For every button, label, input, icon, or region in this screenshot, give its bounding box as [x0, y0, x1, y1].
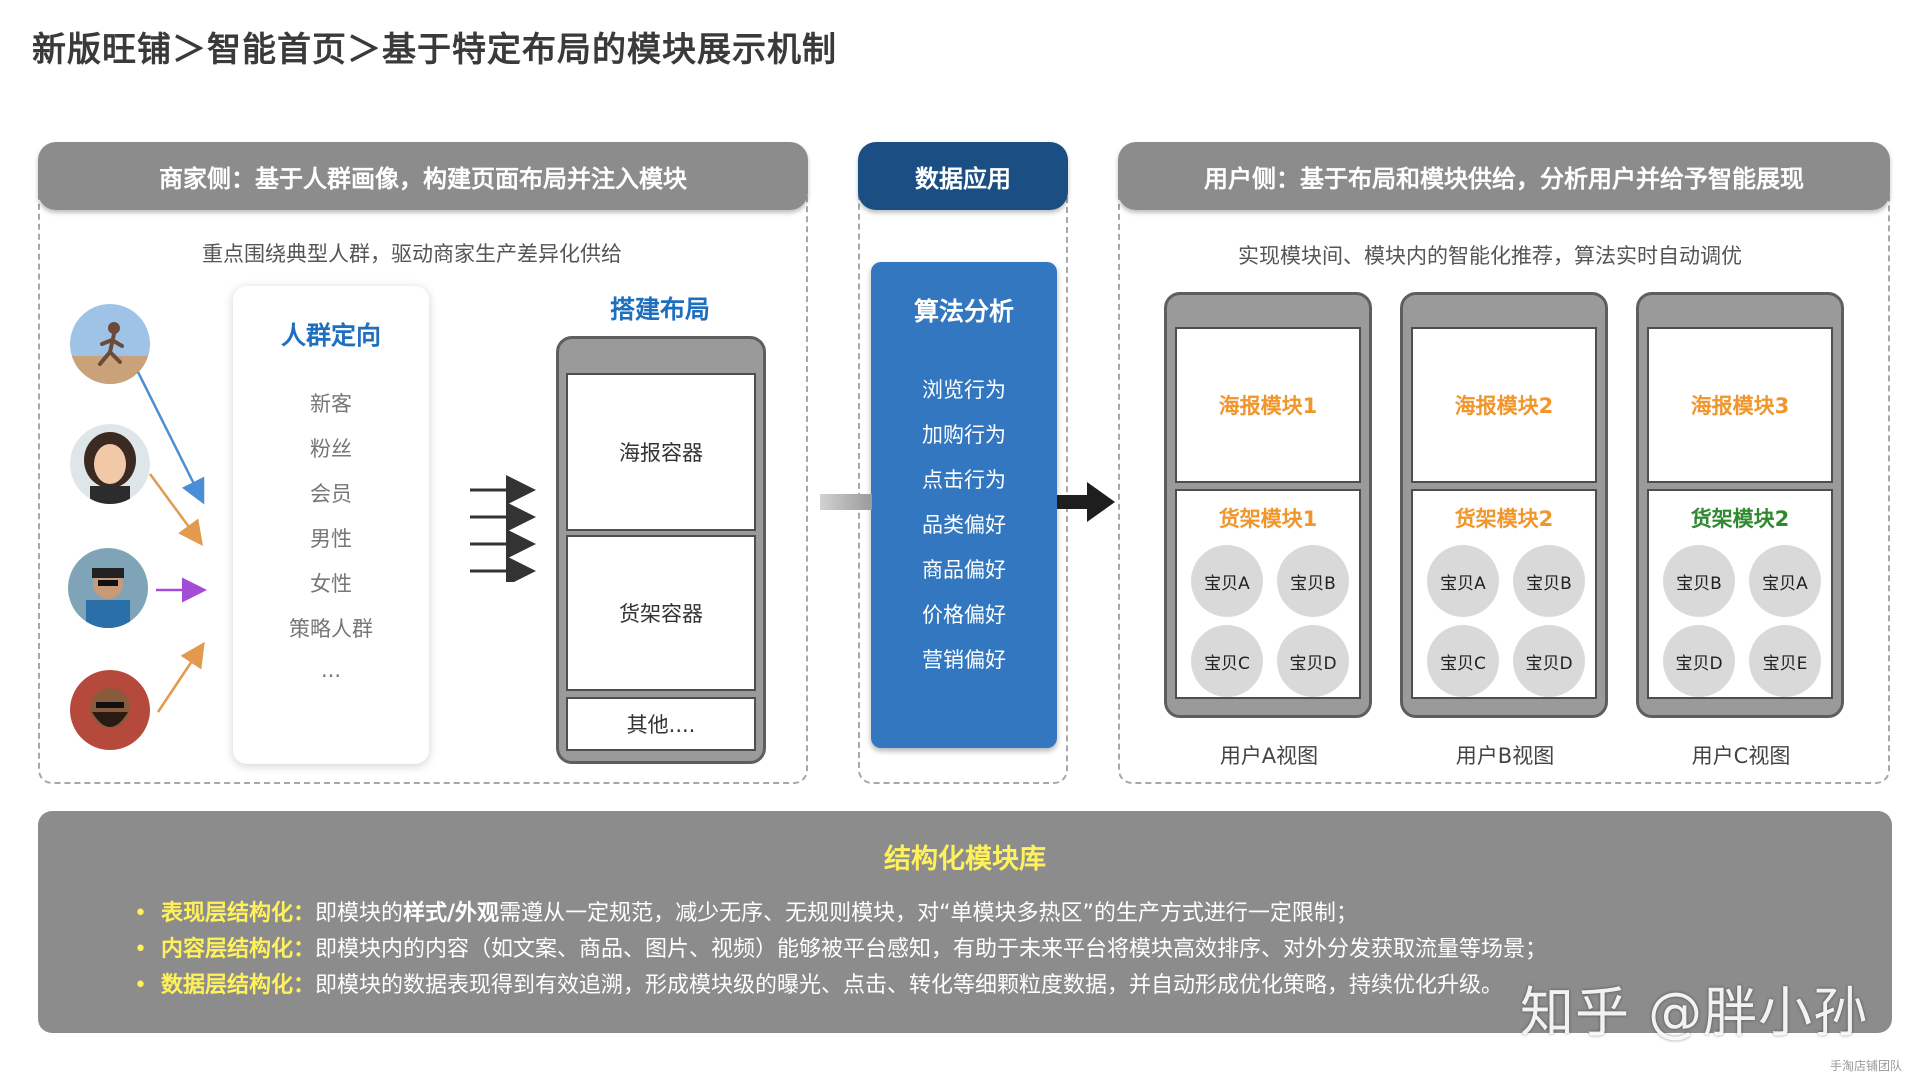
corner-credit: 手淘店铺团队 [1829, 1059, 1902, 1073]
product-item: 宝贝B [1277, 545, 1349, 617]
poster-container: 海报容器 [566, 373, 756, 531]
shelf-module-title: 货架模块2 [1454, 507, 1554, 531]
product-item: 宝贝C [1427, 625, 1499, 697]
arrow-woman [148, 473, 203, 547]
crowd-item: 策略人群 [289, 617, 373, 641]
flow-bar-in [820, 494, 872, 510]
merchant-header: 商家侧：基于人群画像，构建页面布局并注入模块 [38, 142, 808, 210]
behavior-item: 商品偏好 [922, 558, 1006, 582]
crowd-item: 女性 [310, 572, 352, 596]
user-a-view-label: 用户A视图 [1219, 744, 1319, 768]
user-a-phone: 海报模块1 货架模块1 宝贝A 宝贝B 宝贝C 宝贝D [1164, 292, 1372, 718]
behavior-item: 价格偏好 [922, 603, 1006, 627]
shelf-module-title: 货架模块1 [1218, 507, 1318, 531]
poster-module: 海报模块2 [1411, 327, 1597, 483]
flow-arrow-out [1057, 482, 1115, 522]
layout-arrows [470, 475, 536, 582]
product-item: 宝贝D [1277, 625, 1349, 697]
user-header: 用户侧：基于布局和模块供给，分析用户并给予智能展现 [1118, 142, 1890, 210]
user-b-view-label: 用户B视图 [1455, 744, 1555, 768]
layout-title: 搭建布局 [609, 295, 710, 324]
crowd-targeting-card: 人群定向 新客 粉丝 会员 男性 女性 策略人群 ... [233, 286, 429, 764]
product-item: 宝贝C [1191, 625, 1263, 697]
watermark: 知乎 @胖小孙 [1520, 981, 1869, 1044]
poster-module: 海报模块1 [1175, 327, 1361, 483]
shelf-module-title: 货架模块2 [1690, 507, 1790, 531]
library-row: •内容层结构化：即模块内的内容（如文案、商品、图片、视频）能够被平台感知，有助于… [134, 937, 1548, 962]
page-title: 新版旺铺＞智能首页＞基于特定布局的模块展示机制 [32, 30, 837, 70]
shelf-module: 货架模块2 宝贝B 宝贝A 宝贝D 宝贝E [1647, 489, 1833, 699]
user-subtitle: 实现模块间、模块内的智能化推荐，算法实时自动调优 [1238, 244, 1742, 268]
arrow-man-beard [156, 641, 205, 713]
merchant-subtitle: 重点围绕典型人群，驱动商家生产差异化供给 [202, 242, 622, 266]
algorithm-analysis-box: 算法分析 浏览行为 加购行为 点击行为 品类偏好 商品偏好 价格偏好 营销偏好 [871, 262, 1057, 748]
library-row: •表现层结构化：即模块的样式/外观需遵从一定规范，减少无序、无规则模块，对“单模… [134, 901, 1358, 926]
behavior-item: 点击行为 [922, 468, 1006, 492]
product-item: 宝贝D [1513, 625, 1585, 697]
avatar-man-beard [70, 670, 150, 750]
product-item: 宝贝A [1427, 545, 1499, 617]
poster-container-label: 海报容器 [619, 441, 703, 465]
shelf-container: 货架容器 [566, 535, 756, 691]
behavior-item: 营销偏好 [922, 648, 1006, 672]
library-title: 结构化模块库 [884, 844, 1046, 875]
poster-module-label: 海报模块2 [1454, 394, 1554, 418]
other-container: 其他.... [566, 697, 756, 751]
product-item: 宝贝B [1663, 545, 1735, 617]
user-c-view-label: 用户C视图 [1691, 744, 1791, 768]
shelf-module: 货架模块2 宝贝A 宝贝B 宝贝C 宝贝D [1411, 489, 1597, 699]
poster-module-label: 海报模块1 [1218, 394, 1318, 418]
avatar-woman [70, 424, 150, 504]
crowd-title: 人群定向 [280, 321, 381, 350]
crowd-item: 男性 [310, 527, 352, 551]
product-item: 宝贝A [1191, 545, 1263, 617]
product-item: 宝贝B [1513, 545, 1585, 617]
crowd-item: 粉丝 [310, 437, 352, 461]
user-b-phone: 海报模块2 货架模块2 宝贝A 宝贝B 宝贝C 宝贝D [1400, 292, 1608, 718]
data-app-header: 数据应用 [858, 142, 1068, 210]
avatar-runner [70, 304, 150, 384]
layout-phone: 海报容器 货架容器 其他.... [556, 336, 766, 764]
crowd-item: ... [320, 658, 342, 682]
crowd-item: 会员 [310, 482, 352, 506]
behavior-item: 品类偏好 [922, 513, 1006, 537]
arrow-runner [136, 371, 205, 505]
bullet-icon: • [134, 937, 147, 962]
shelf-module: 货架模块1 宝贝A 宝贝B 宝贝C 宝贝D [1175, 489, 1361, 699]
algo-title: 算法分析 [913, 297, 1014, 326]
avatar-man-cap [68, 548, 148, 628]
bullet-icon: • [134, 973, 147, 998]
library-row: •数据层结构化：即模块的数据表现得到有效追溯，形成模块级的曝光、点击、转化等细颗… [134, 973, 1504, 998]
shelf-container-label: 货架容器 [619, 602, 703, 626]
poster-module-label: 海报模块3 [1690, 394, 1790, 418]
user-c-phone: 海报模块3 货架模块2 宝贝B 宝贝A 宝贝D 宝贝E [1636, 292, 1844, 718]
product-item: 宝贝E [1749, 625, 1821, 697]
crowd-arrows [136, 371, 207, 713]
product-item: 宝贝A [1749, 545, 1821, 617]
poster-module: 海报模块3 [1647, 327, 1833, 483]
other-container-label: 其他.... [626, 713, 696, 737]
bullet-icon: • [134, 901, 147, 926]
behavior-item: 加购行为 [922, 423, 1006, 447]
behavior-item: 浏览行为 [922, 378, 1006, 402]
product-item: 宝贝D [1663, 625, 1735, 697]
crowd-item: 新客 [310, 392, 352, 416]
module-library: 结构化模块库 •表现层结构化：即模块的样式/外观需遵从一定规范，减少无序、无规则… [38, 811, 1892, 1033]
